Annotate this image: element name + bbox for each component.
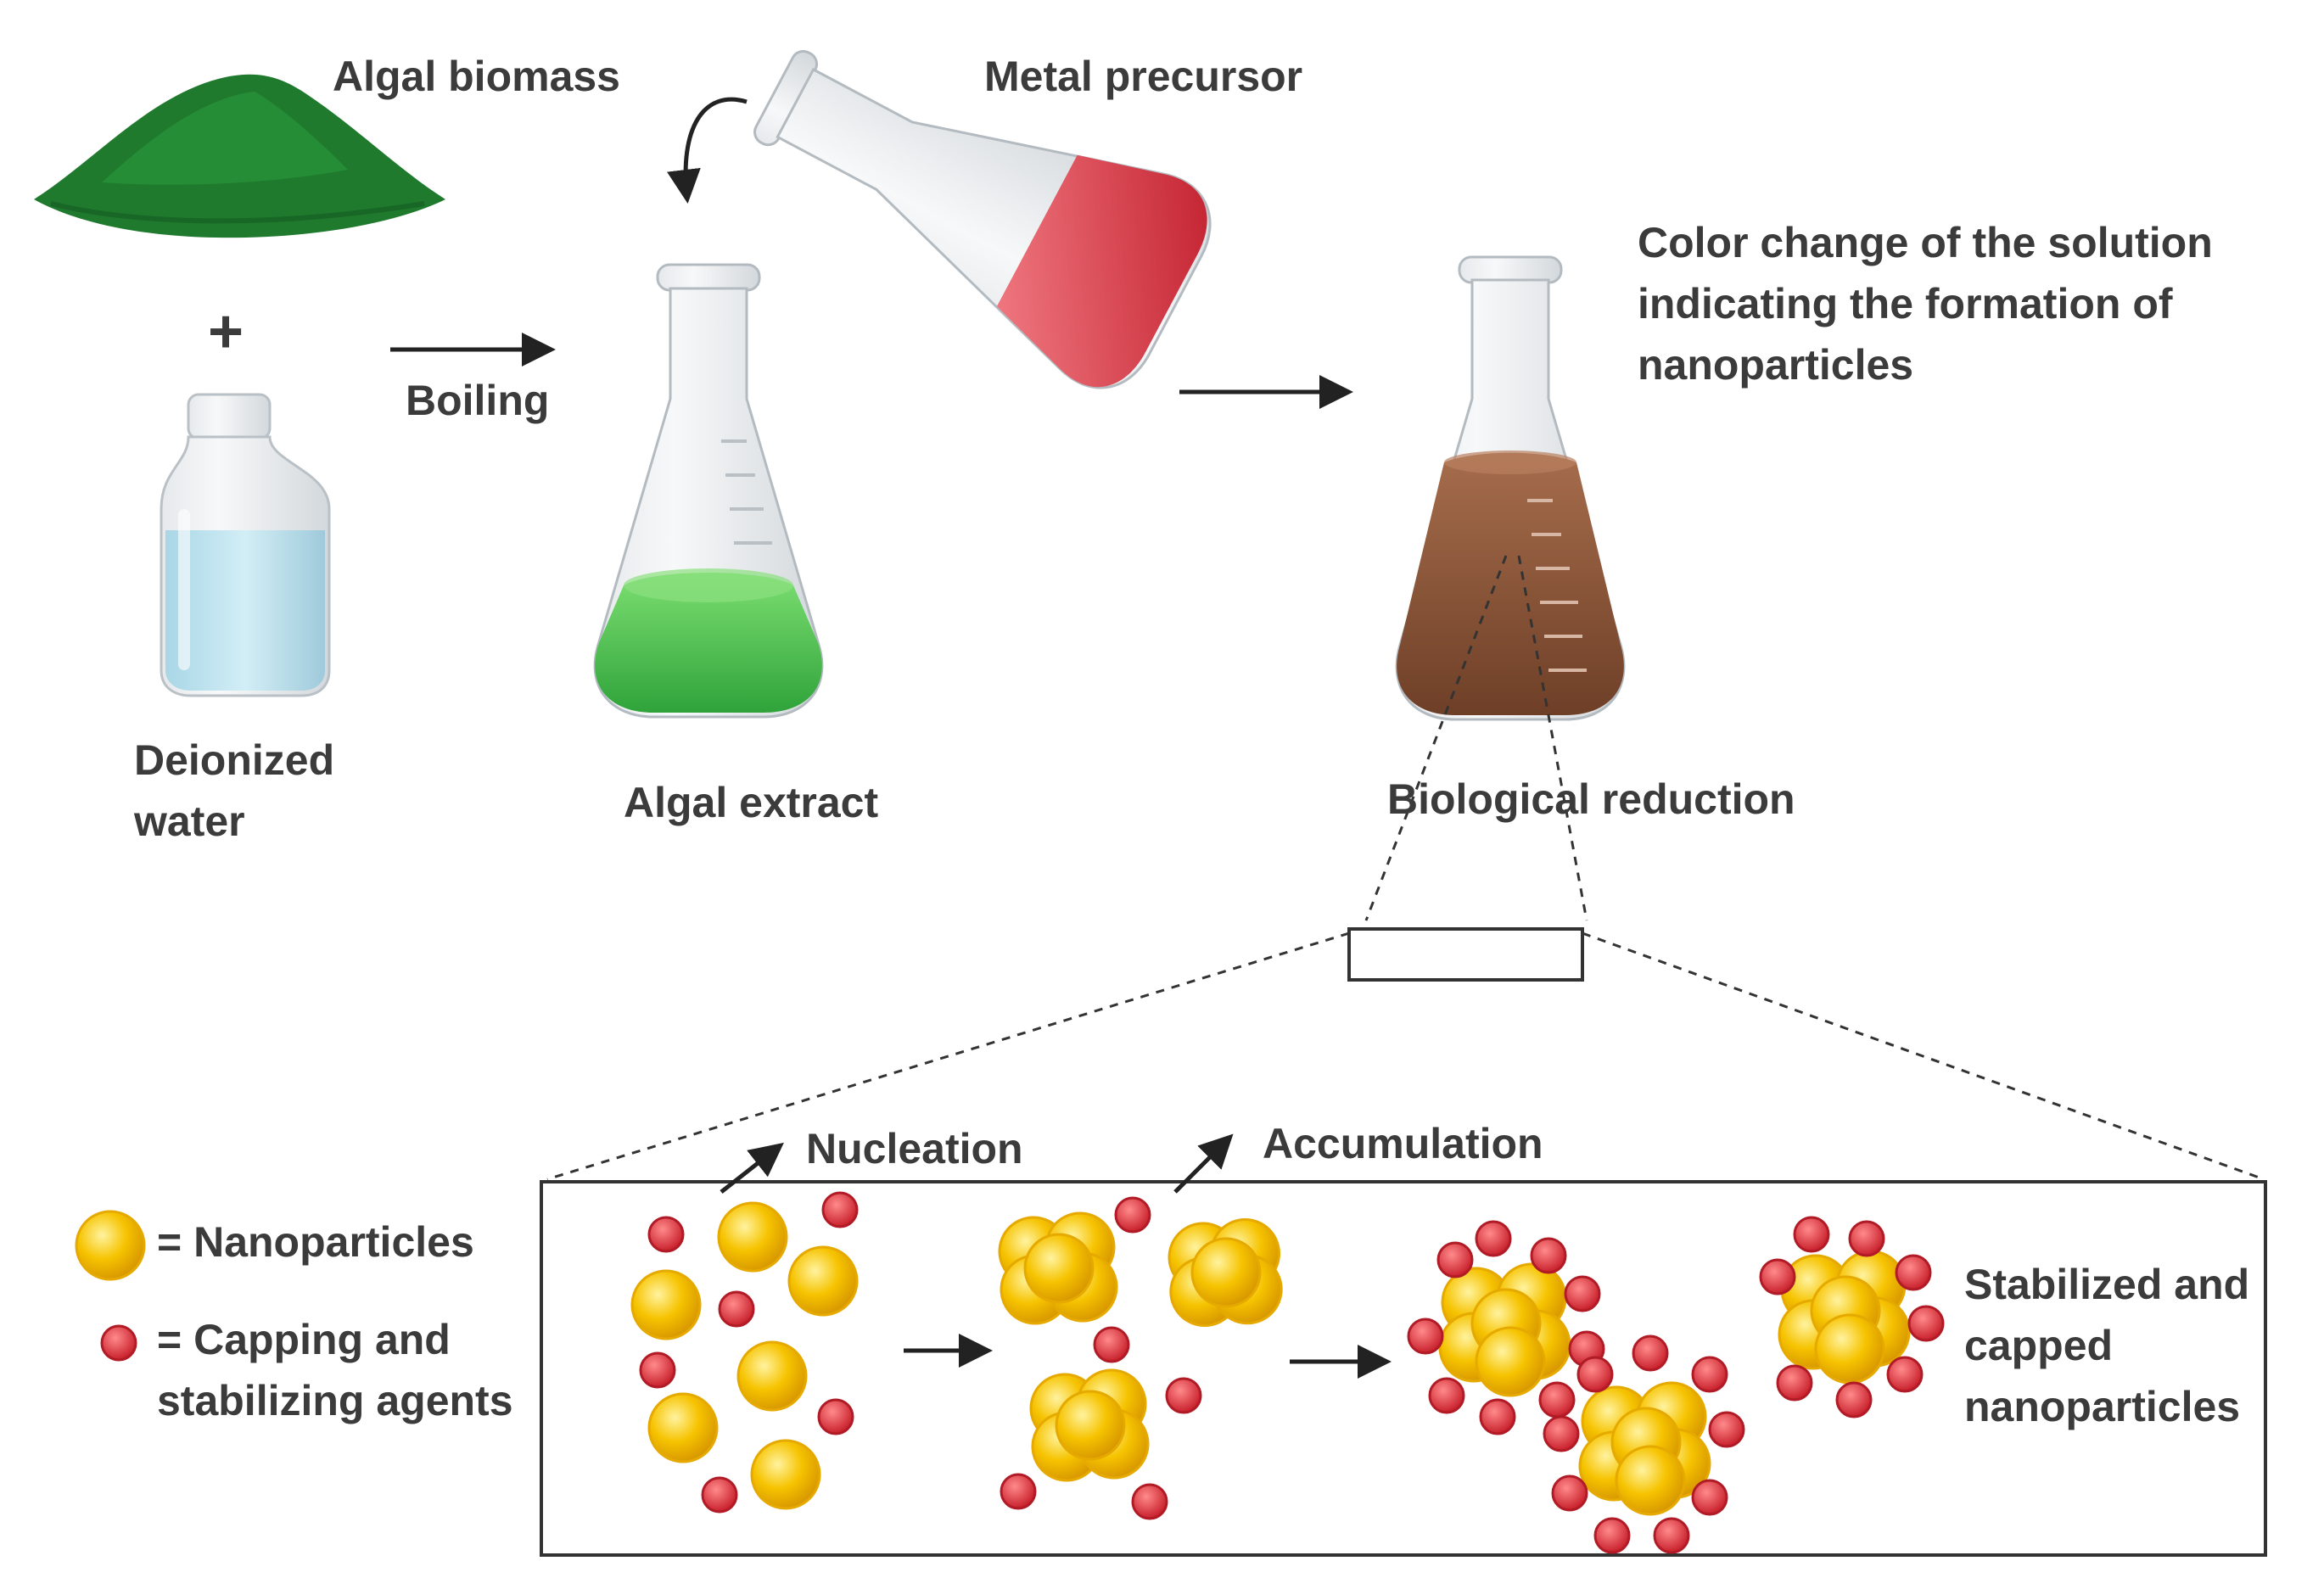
capping-agent — [1593, 1517, 1631, 1554]
nanoparticle — [750, 1439, 821, 1510]
legend-nanoparticles-label: = Nanoparticles — [157, 1218, 474, 1266]
accumulation-arrow — [1173, 1133, 1234, 1194]
capping-agent — [1551, 1474, 1588, 1512]
nanoparticle — [1615, 1445, 1686, 1516]
capping-agent — [639, 1351, 676, 1389]
nanoparticle — [1023, 1233, 1095, 1304]
detail-panel — [540, 1180, 2267, 1557]
capping-agent — [1776, 1364, 1813, 1402]
capping-agent — [1759, 1258, 1796, 1295]
capping-agent — [1886, 1356, 1924, 1393]
capping-agent — [647, 1216, 685, 1253]
reduction-flask-icon — [1395, 255, 1626, 721]
label-color-change: Color change of the solution indicating … — [1638, 219, 2213, 389]
capping-agent — [1114, 1196, 1151, 1234]
capping-agent — [718, 1290, 755, 1328]
capping-agent — [1093, 1326, 1130, 1363]
nanoparticle — [647, 1392, 719, 1463]
capping-agent — [817, 1398, 854, 1435]
capping-agent — [1793, 1216, 1830, 1253]
nanoparticle — [736, 1340, 808, 1412]
nucleation-arrow — [720, 1142, 784, 1194]
label-stabilized: Stabilized and capped nanoparticles — [1964, 1261, 2250, 1430]
capping-agent — [1475, 1220, 1512, 1257]
nanoparticle — [1475, 1326, 1546, 1397]
capping-agent — [1538, 1381, 1576, 1418]
zoom-region-box — [1347, 927, 1584, 982]
capping-agent — [1407, 1318, 1444, 1355]
label-biological-reduction: Biological reduction — [1387, 775, 1795, 823]
capping-agent — [1835, 1381, 1873, 1418]
capping-agent — [1653, 1517, 1690, 1554]
nanoparticle — [630, 1269, 702, 1340]
capping-agent — [1165, 1377, 1202, 1414]
label-algal-extract: Algal extract — [624, 779, 879, 826]
nanoparticle — [1055, 1390, 1126, 1461]
capping-agent — [1691, 1356, 1728, 1393]
plus-sign: + — [208, 298, 244, 366]
capping-agent — [1131, 1483, 1168, 1520]
capping-agent — [1436, 1241, 1474, 1278]
algal-extract-flask-icon — [593, 263, 824, 719]
capping-agent — [1576, 1356, 1614, 1393]
capping-agent — [701, 1476, 738, 1513]
label-boiling: Boiling — [406, 377, 550, 424]
label-deionized-water: Deionized water — [134, 736, 335, 845]
metal-precursor-flask-icon — [753, 50, 1212, 389]
nanoparticle — [787, 1245, 859, 1317]
capping-agent — [1708, 1411, 1745, 1448]
capping-agent — [1428, 1377, 1465, 1414]
nanoparticle — [1814, 1313, 1885, 1385]
capping-agent — [1000, 1473, 1037, 1510]
capping-agent — [1691, 1479, 1728, 1516]
pour-arrow — [667, 97, 748, 204]
capping-agent — [1632, 1334, 1669, 1372]
nanoparticle — [717, 1201, 788, 1273]
capping-agent — [1564, 1275, 1601, 1312]
water-bottle-icon — [160, 393, 331, 697]
nanoparticle — [1190, 1237, 1262, 1308]
capping-agent — [1848, 1220, 1885, 1257]
label-accumulation: Accumulation — [1263, 1120, 1543, 1167]
nanoparticle — [75, 1210, 146, 1281]
particle-layer — [75, 1191, 1945, 1554]
label-nucleation: Nucleation — [806, 1125, 1023, 1172]
algal-biomass-icon — [34, 74, 445, 238]
capping-agent — [1907, 1305, 1945, 1342]
legend-capping-label: = Capping and stabilizing agents — [157, 1316, 513, 1424]
label-metal-precursor: Metal precursor — [984, 53, 1303, 100]
capping-agent — [821, 1191, 859, 1228]
label-algal-biomass: Algal biomass — [333, 53, 620, 100]
capping-agent — [1543, 1415, 1580, 1452]
capping-agent — [1530, 1237, 1567, 1274]
capping-agent — [1895, 1254, 1932, 1291]
zoom-lines — [546, 555, 2265, 1181]
capping-agent — [1479, 1398, 1516, 1435]
capping-agent — [100, 1324, 137, 1362]
